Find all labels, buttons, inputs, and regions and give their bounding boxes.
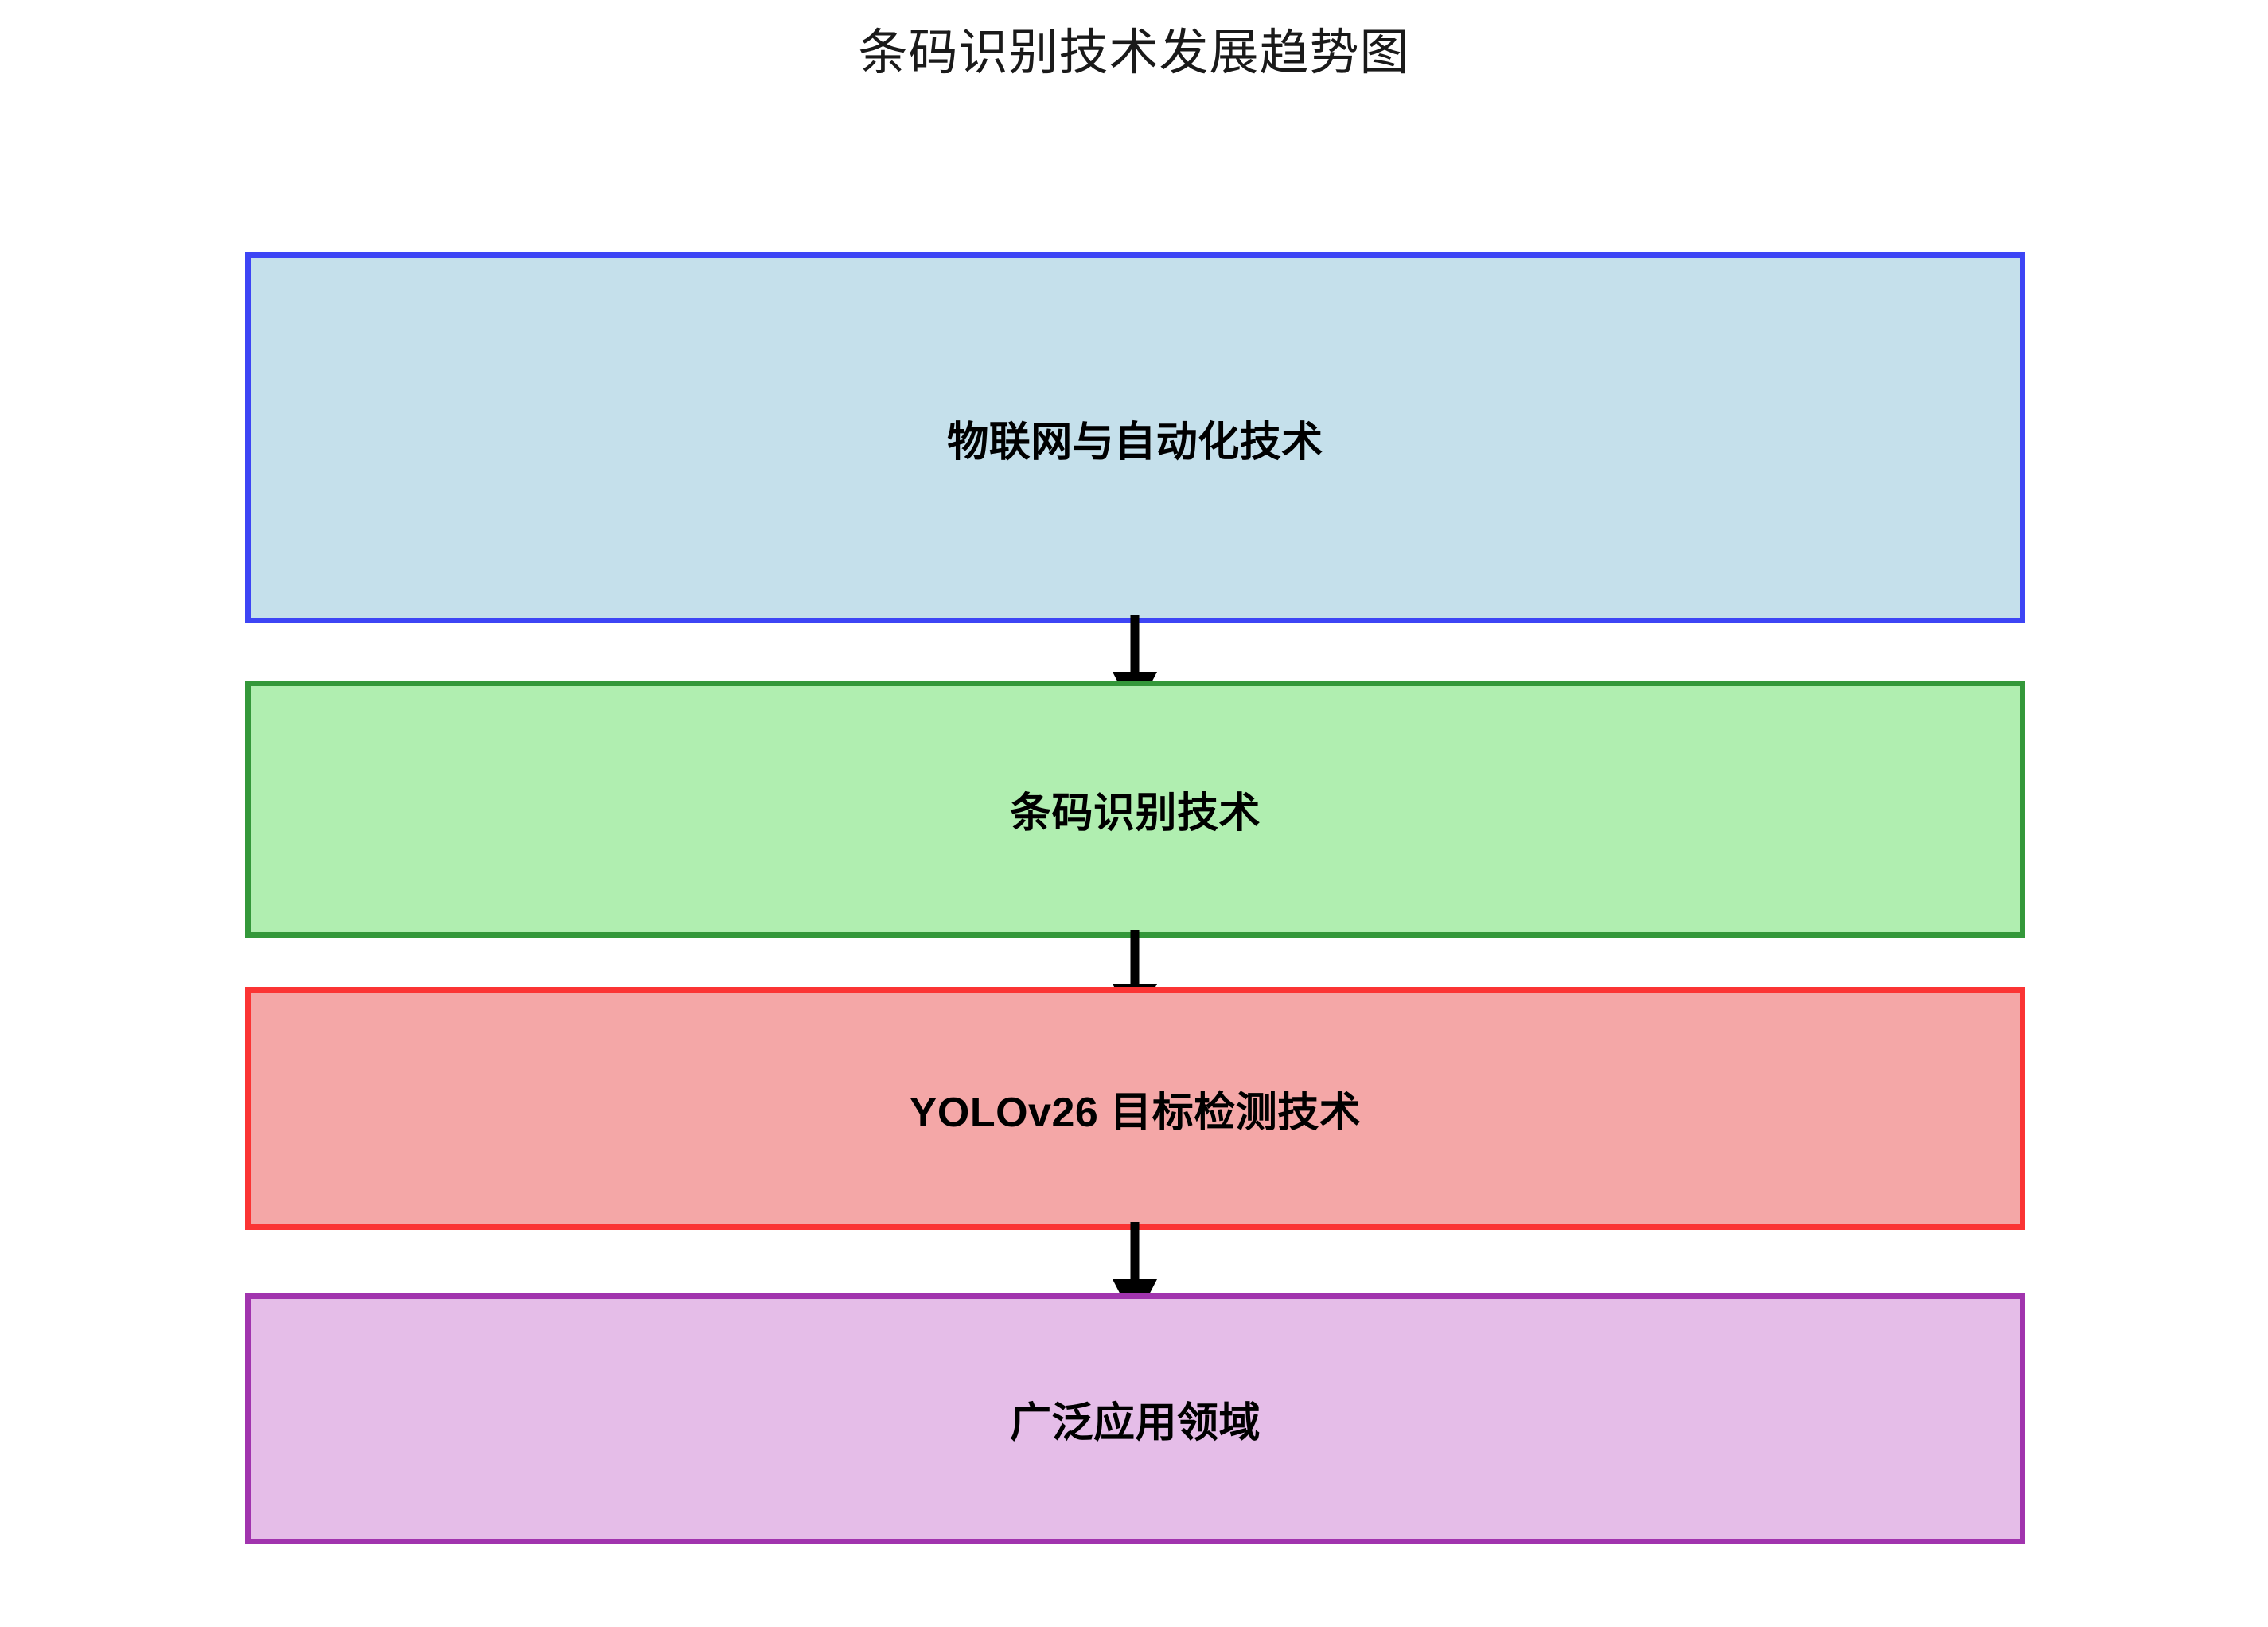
flow-node-barcode[interactable]: 条码识别技术	[245, 681, 2025, 938]
flow-node-label: 物联网与自动化技术	[947, 419, 1323, 466]
flow-node-label: 广泛应用领域	[1009, 1400, 1261, 1446]
flow-node-yolo[interactable]: YOLOv26 目标检测技术	[245, 987, 2025, 1230]
page-title: 条码识别技术发展趋势图	[858, 25, 1410, 80]
flow-node-label: YOLOv26 目标检测技术	[909, 1090, 1362, 1136]
flow-node-apps[interactable]: 广泛应用领域	[245, 1293, 2025, 1544]
flow-node-label: 条码识别技术	[1009, 790, 1261, 837]
flow-node-iot[interactable]: 物联网与自动化技术	[245, 252, 2025, 623]
